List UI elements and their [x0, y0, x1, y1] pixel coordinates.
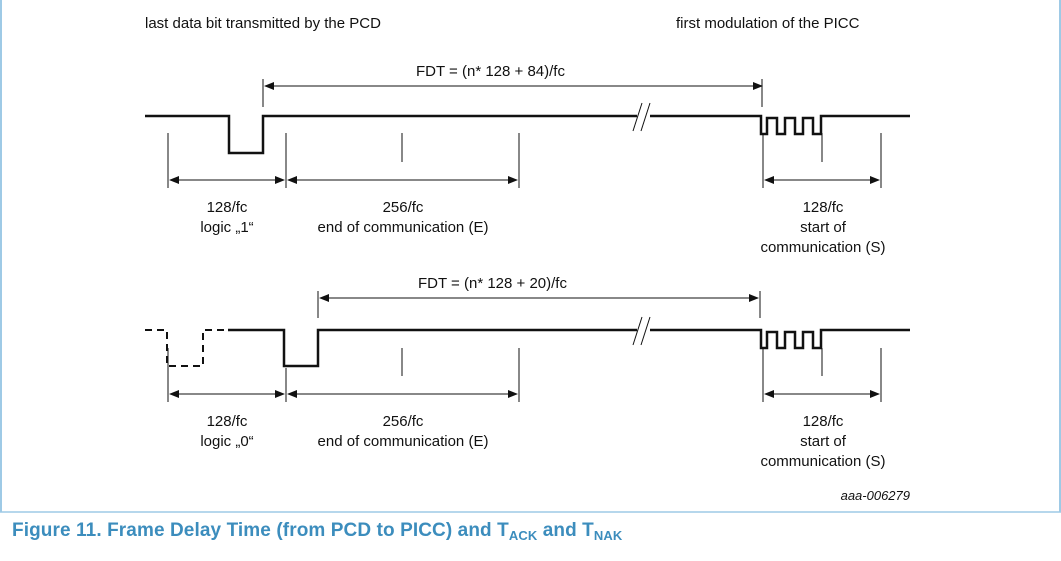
end-time-1: 256/fc	[383, 199, 424, 216]
start-of-communication-label-2b: communication (S)	[760, 453, 885, 470]
logic-1-time: 128/fc	[207, 199, 248, 216]
caption-sub-nak: NAK	[593, 528, 623, 543]
start-of-communication-label-1a: start of	[800, 219, 847, 236]
logic-0-time: 128/fc	[207, 413, 248, 430]
caption-sub-ack: ACK	[508, 528, 538, 543]
pcd-last-bit-label: last data bit transmitted by the PCD	[145, 15, 381, 32]
fdt-formula-2: FDT = (n* 128 + 20)/fc	[418, 275, 567, 292]
end-time-2: 256/fc	[383, 413, 424, 430]
logic-0-label: logic „0“	[200, 433, 253, 450]
timing-diagram-logic-1: FDT = (n* 128 + 84)/fc 128/fc logic „1“ …	[145, 63, 910, 256]
pcd-waveform-1	[145, 114, 910, 155]
pcd-waveform-2	[228, 328, 910, 368]
figure-caption: Figure 11. Frame Delay Time (from PCD to…	[12, 520, 622, 543]
start-of-communication-label-1b: communication (S)	[760, 239, 885, 256]
figure-code: aaa-006279	[841, 488, 910, 503]
prev-bit-dashed	[145, 329, 228, 367]
caption-text: Figure 11. Frame Delay Time (from PCD to…	[12, 520, 509, 541]
start-time-1: 128/fc	[803, 199, 844, 216]
end-of-communication-label-2: end of communication (E)	[318, 433, 489, 450]
timing-diagram: last data bit transmitted by the PCD fir…	[145, 15, 910, 503]
break-mark-2	[632, 316, 643, 346]
start-of-communication-label-2a: start of	[800, 433, 847, 450]
timing-diagram-logic-0: FDT = (n* 128 + 20)/fc 128/fc logic „0“ …	[145, 275, 910, 470]
logic-1-label: logic „1“	[200, 219, 253, 236]
start-time-2: 128/fc	[803, 413, 844, 430]
fdt-formula-1: FDT = (n* 128 + 84)/fc	[416, 63, 565, 80]
break-mark-1	[632, 102, 643, 132]
caption-mid: and T	[537, 520, 594, 541]
end-of-communication-label-1: end of communication (E)	[318, 219, 489, 236]
picc-first-modulation-label: first modulation of the PICC	[676, 15, 860, 32]
